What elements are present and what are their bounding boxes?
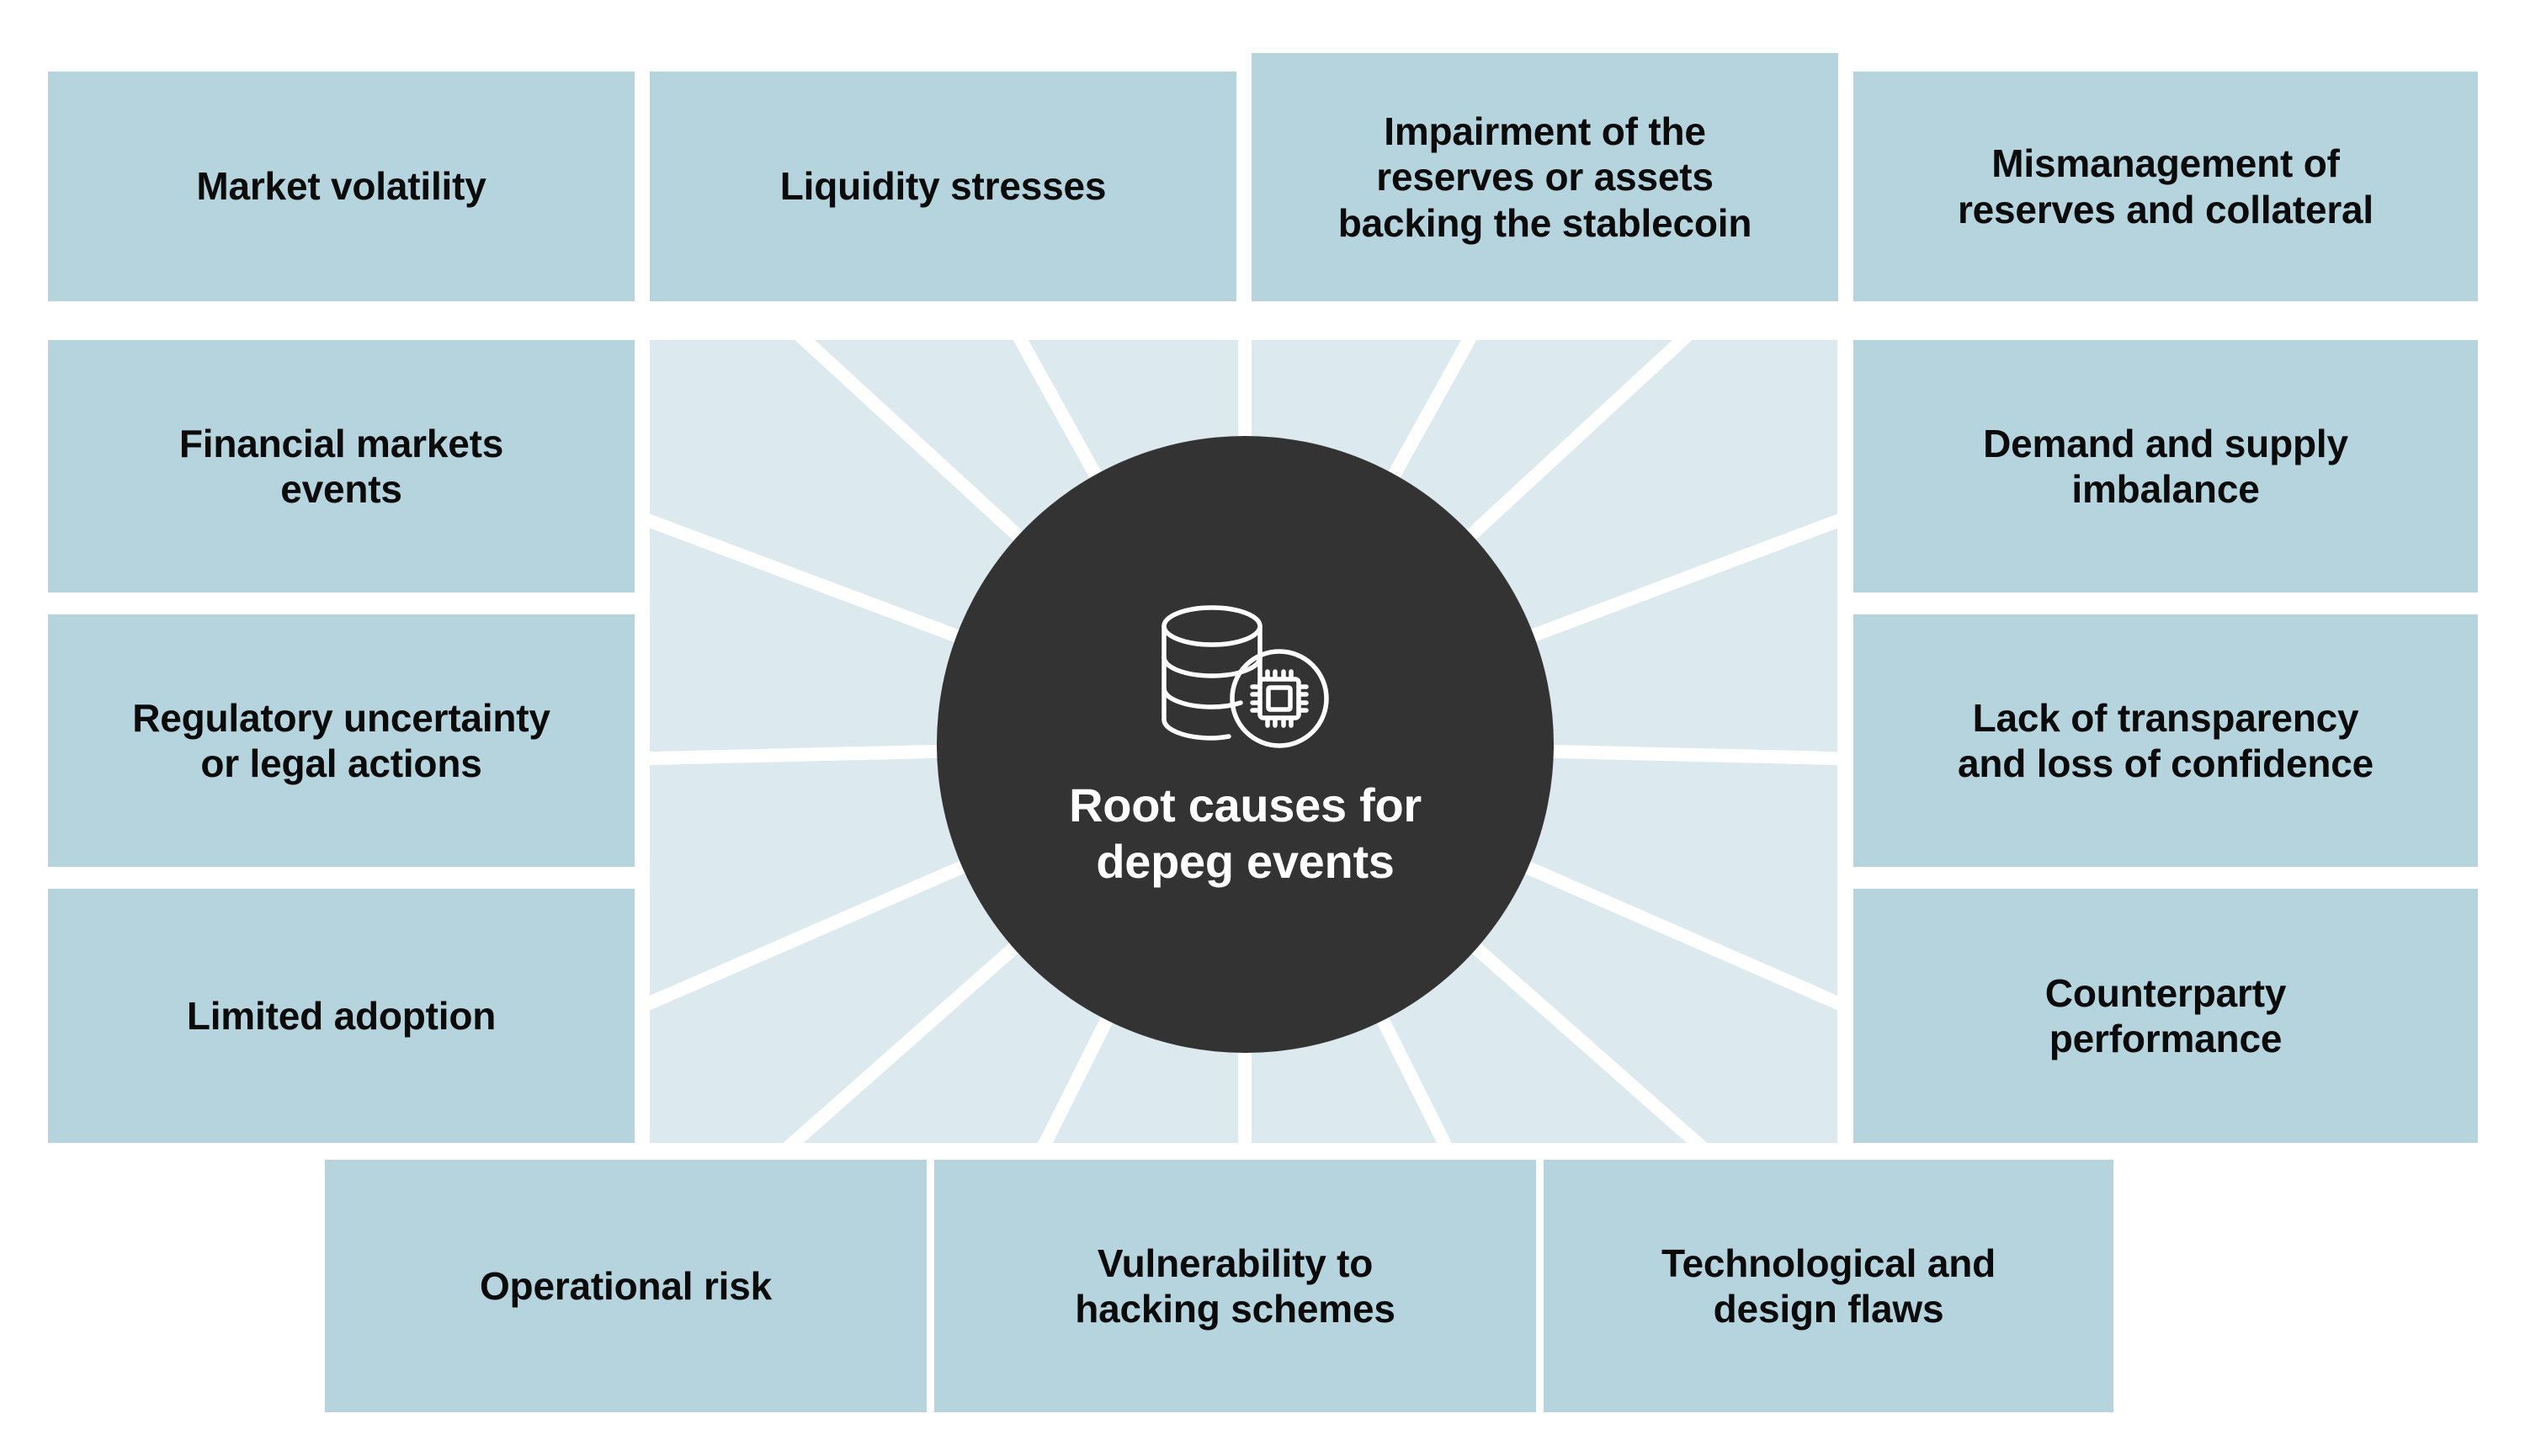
node-regulatory-uncertainty[interactable]: Regulatory uncertainty or legal actions bbox=[48, 614, 635, 867]
node-label-line-1: Mismanagement of bbox=[1991, 141, 2340, 186]
node-label-line-2: events bbox=[280, 467, 402, 511]
node-impairment-of-reserves[interactable]: Impairment of the reserves or assets bac… bbox=[1252, 53, 1838, 301]
node-operational-risk[interactable]: Operational risk bbox=[325, 1160, 927, 1412]
node-label-line-1: Demand and supply bbox=[1983, 421, 2348, 465]
node-label: Limited adoption bbox=[186, 993, 497, 1038]
database-chip-icon bbox=[1149, 599, 1342, 755]
node-label-line-1: Vulnerability to bbox=[1097, 1241, 1374, 1285]
node-counterparty-performance[interactable]: Counterparty performance bbox=[1853, 889, 2478, 1143]
node-label: Operational risk bbox=[479, 1263, 773, 1308]
node-label-line-1: Counterparty bbox=[2044, 970, 2287, 1015]
node-technological-design-flaws[interactable]: Technological and design flaws bbox=[1544, 1160, 2113, 1412]
node-label-line-2: imbalance bbox=[2071, 467, 2260, 511]
node-label-line-2: and loss of confidence bbox=[1957, 741, 2374, 785]
node-label-line-3: backing the stablecoin bbox=[1337, 200, 1752, 245]
center-node-label-line-2: depeg events bbox=[1096, 835, 1395, 888]
node-label-line-1: Financial markets bbox=[178, 421, 504, 465]
node-label-line-1: Lack of transparency bbox=[1972, 695, 2359, 740]
node-label-line-1: Regulatory uncertainty bbox=[132, 695, 550, 740]
node-vulnerability-hacking[interactable]: Vulnerability to hacking schemes bbox=[934, 1160, 1536, 1412]
node-label-line-1: Impairment of the bbox=[1384, 109, 1706, 154]
node-limited-adoption[interactable]: Limited adoption bbox=[48, 889, 635, 1143]
node-label-line-2: reserves and collateral bbox=[1957, 187, 2374, 231]
node-label-line-2: design flaws bbox=[1713, 1287, 1944, 1331]
center-node[interactable]: Root causes for depeg events bbox=[937, 436, 1554, 1053]
node-label-line-2: hacking schemes bbox=[1075, 1287, 1395, 1331]
node-demand-supply-imbalance[interactable]: Demand and supply imbalance bbox=[1853, 340, 2478, 592]
node-label: Market volatility bbox=[196, 164, 486, 209]
node-label: Liquidity stresses bbox=[779, 164, 1107, 209]
node-label-line-2: reserves or assets bbox=[1376, 155, 1714, 199]
node-financial-markets-events[interactable]: Financial markets events bbox=[48, 340, 635, 592]
node-label-line-1: Technological and bbox=[1661, 1241, 1996, 1285]
node-label-line-2: performance bbox=[2049, 1017, 2283, 1060]
node-market-volatility[interactable]: Market volatility bbox=[48, 72, 635, 301]
center-node-label-line-1: Root causes for bbox=[1069, 778, 1422, 832]
node-liquidity-stresses[interactable]: Liquidity stresses bbox=[650, 72, 1236, 301]
node-label-line-2: or legal actions bbox=[200, 741, 482, 785]
node-mismanagement-of-reserves[interactable]: Mismanagement of reserves and collateral bbox=[1853, 72, 2478, 301]
center-node-label: Root causes for depeg events bbox=[1069, 777, 1422, 890]
node-lack-of-transparency[interactable]: Lack of transparency and loss of confide… bbox=[1853, 614, 2478, 867]
